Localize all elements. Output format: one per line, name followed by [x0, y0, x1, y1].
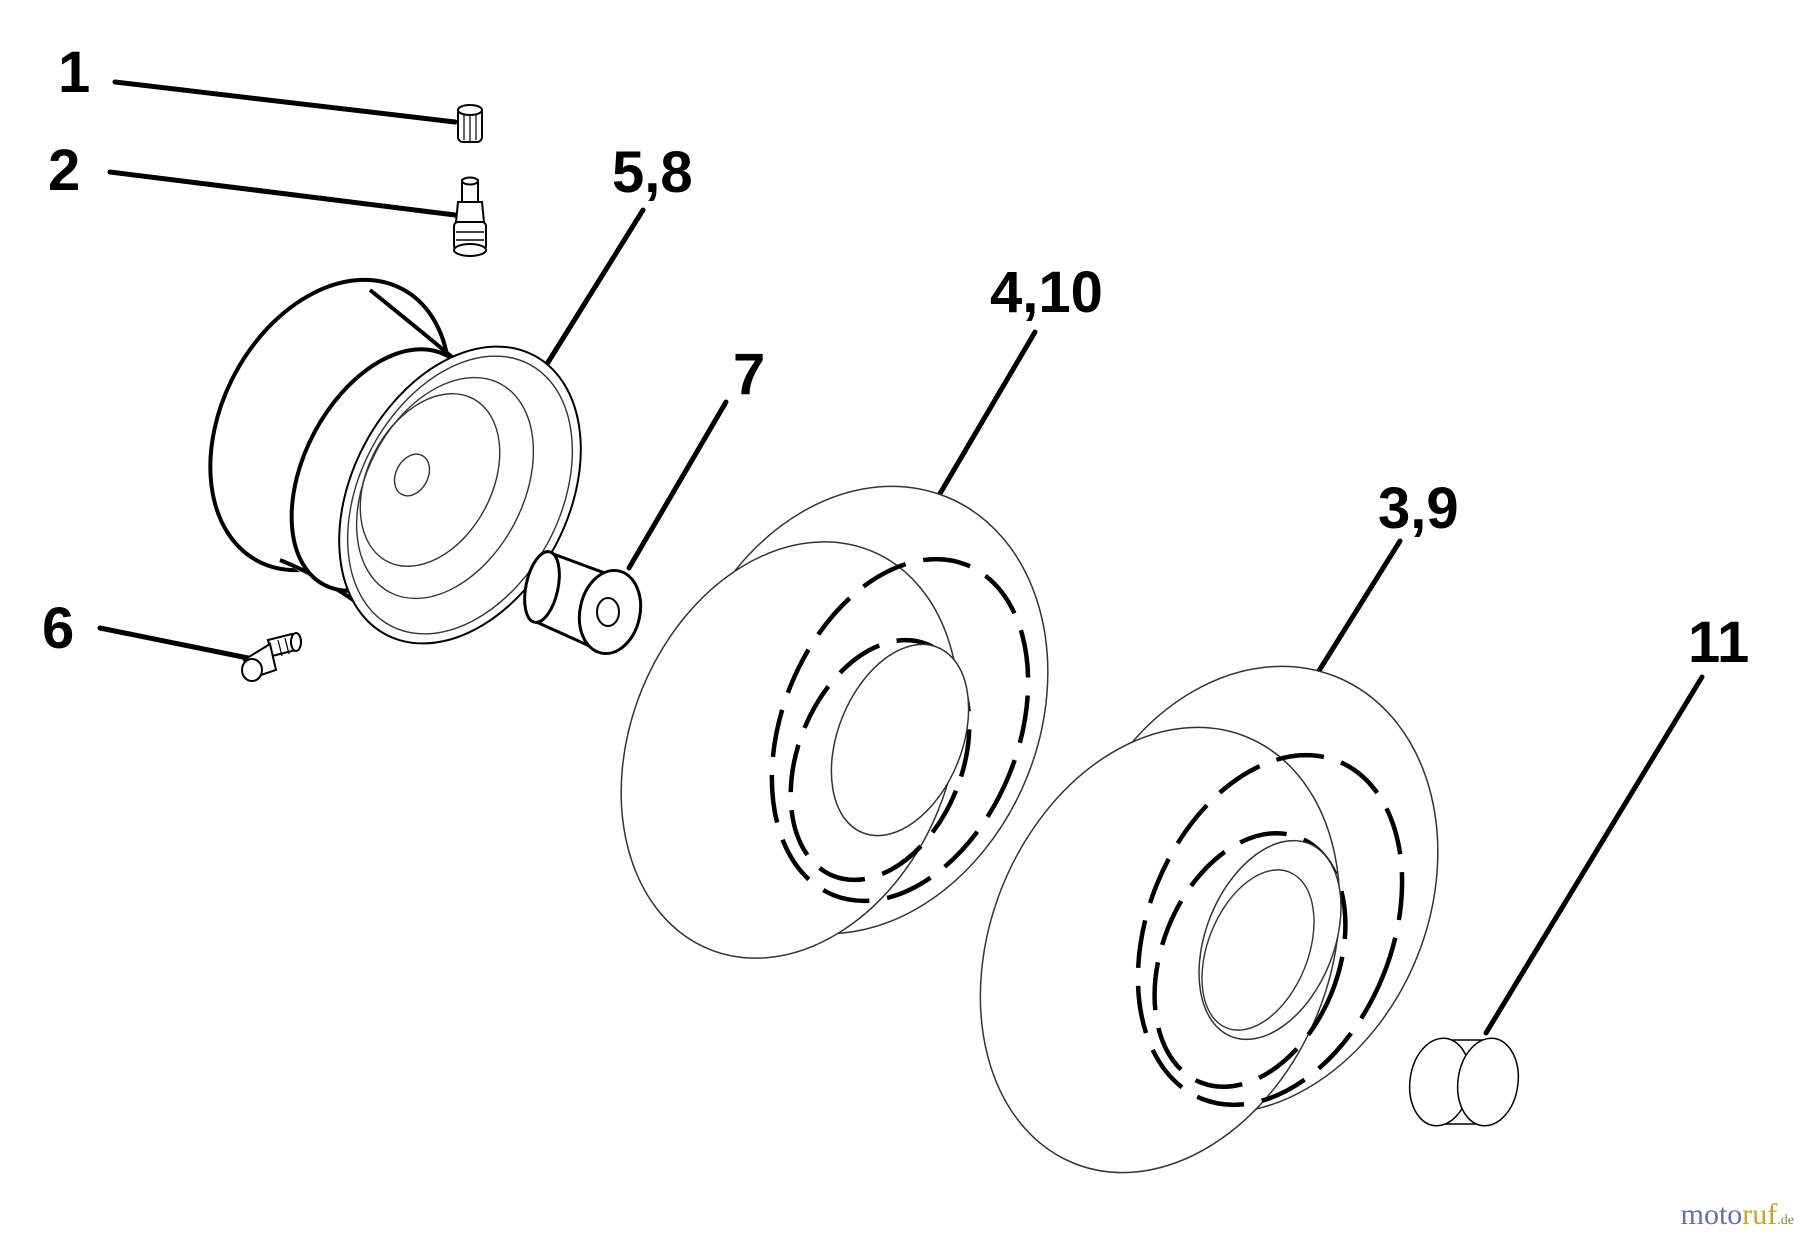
leader-7: [626, 399, 729, 571]
watermark-text-a: moto: [1680, 1198, 1743, 1231]
rear-tire-part: [979, 665, 1439, 1174]
callout-11: 11: [1688, 610, 1749, 675]
front-tire-part: [620, 485, 1049, 959]
callout-7: 7: [733, 342, 765, 407]
callout-3-9: 3,9: [1378, 476, 1459, 541]
leader-2: [107, 169, 458, 218]
valve-cap-part: [457, 104, 483, 143]
wheel-rim-part: [208, 277, 582, 645]
leader-11: [1483, 674, 1705, 1036]
leader-1: [112, 79, 458, 125]
hub-cap-part: [1408, 1037, 1520, 1127]
callout-5-8: 5,8: [612, 140, 693, 205]
watermark-text-b: ruf: [1742, 1198, 1778, 1231]
callout-4-10: 4,10: [990, 260, 1103, 325]
callout-2: 2: [48, 138, 80, 203]
leader-6: [97, 625, 251, 661]
bushing-part: [523, 550, 643, 656]
leader-4-10: [935, 329, 1038, 500]
leader-5-8: [539, 207, 646, 375]
callout-1: 1: [58, 40, 90, 105]
callout-6: 6: [42, 596, 74, 661]
site-watermark: motoruf.de: [1681, 1198, 1794, 1232]
watermark-text-c: .de: [1777, 1213, 1794, 1228]
valve-stem-part: [453, 176, 487, 257]
grease-fitting-part: [241, 632, 302, 682]
